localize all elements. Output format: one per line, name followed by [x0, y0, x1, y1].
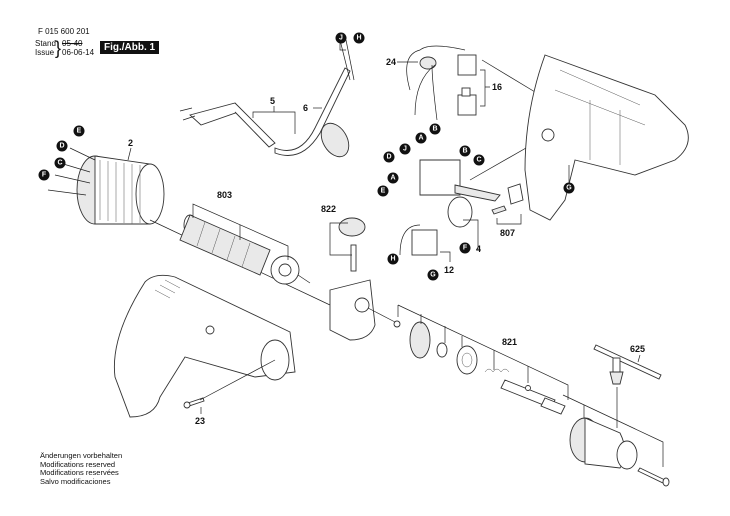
brush-holder[interactable] — [399, 224, 438, 256]
switch[interactable] — [419, 159, 501, 228]
housing-half[interactable] — [524, 54, 689, 221]
stand-label: Stand — [35, 39, 56, 48]
svg-text:H: H — [356, 35, 361, 42]
wire-clamp[interactable] — [406, 45, 466, 121]
svg-text:B: B — [432, 126, 437, 133]
issue-value: 06-06-14 — [62, 48, 95, 57]
label-822: 822 — [321, 204, 336, 214]
label-2: 2 — [128, 138, 133, 148]
svg-text:C: C — [57, 160, 62, 167]
label-12: 12 — [444, 265, 454, 275]
badge-switch-a: A — [387, 172, 399, 184]
note-en: Modifications reserved — [40, 459, 116, 469]
label-5: 5 — [270, 96, 275, 106]
badge-cord-j: J — [335, 32, 347, 44]
svg-text:E: E — [77, 128, 82, 135]
chuck-key[interactable] — [593, 344, 662, 385]
label-4: 4 — [476, 244, 481, 254]
badge-switch-b: B — [459, 145, 471, 157]
power-cord-plug[interactable] — [179, 102, 276, 148]
svg-text:H: H — [390, 256, 395, 263]
badge-switch-d: D — [383, 151, 395, 163]
power-cord-strain-relief[interactable] — [274, 39, 355, 162]
note-es: Salvo modificaciones — [40, 476, 111, 486]
stator[interactable] — [47, 147, 165, 225]
badge-stator-d: D — [56, 140, 68, 152]
svg-text:A: A — [390, 175, 395, 182]
housing-clip[interactable] — [491, 183, 524, 215]
note-fr: Modifications reservées — [40, 468, 119, 478]
selector-knob[interactable] — [329, 217, 376, 341]
badge-switch-j: J — [399, 143, 411, 155]
part-number: F 015 600 201 — [38, 27, 90, 36]
gear-train[interactable] — [409, 321, 566, 415]
svg-text:G: G — [430, 272, 436, 279]
drill-chuck[interactable] — [569, 417, 638, 470]
label-803: 803 — [217, 190, 232, 200]
label-807: 807 — [500, 228, 515, 238]
issue-label: Issue — [35, 48, 55, 57]
svg-text:J: J — [403, 146, 407, 153]
badge-stator-c: C — [54, 157, 66, 169]
svg-text:F: F — [42, 172, 47, 179]
connector-terminals[interactable] — [457, 54, 477, 116]
chuck-screw[interactable] — [637, 467, 670, 487]
label-6: 6 — [303, 103, 308, 113]
badge-wire-a: A — [415, 132, 427, 144]
svg-text:D: D — [59, 143, 64, 150]
label-16: 16 — [492, 82, 502, 92]
brace-icon: } — [55, 38, 62, 58]
badge-stator-f: F — [38, 169, 50, 181]
badge-switch-f: F — [459, 242, 471, 254]
label-24: 24 — [386, 57, 396, 67]
svg-text:J: J — [339, 35, 343, 42]
figure-label: Fig./Abb. 1 — [100, 41, 160, 54]
badge-wire-b: B — [429, 123, 441, 135]
notes: Änderungen vorbehalten Modifications res… — [40, 451, 123, 486]
badge-cord-h: H — [353, 32, 365, 44]
note-de: Änderungen vorbehalten — [40, 451, 123, 460]
badge-switch-g: G — [427, 269, 439, 281]
badge-switch-c: C — [473, 154, 485, 166]
label-625: 625 — [630, 344, 645, 354]
badge-housing-g: G — [563, 182, 575, 194]
svg-text:F: F — [463, 245, 468, 252]
badge-switch-h: H — [387, 253, 399, 265]
drill-housing-left[interactable] — [113, 274, 296, 418]
label-821: 821 — [502, 337, 517, 347]
armature[interactable] — [179, 214, 311, 285]
svg-text:E: E — [381, 188, 386, 195]
svg-text:D: D — [386, 154, 391, 161]
svg-text:C: C — [476, 157, 481, 164]
badge-stator-e: E — [73, 125, 85, 137]
svg-text:B: B — [462, 148, 467, 155]
stand-value: 05-40 — [62, 39, 83, 48]
badge-switch-e: E — [377, 185, 389, 197]
svg-text:A: A — [418, 135, 423, 142]
svg-text:G: G — [566, 185, 572, 192]
label-23: 23 — [195, 416, 205, 426]
